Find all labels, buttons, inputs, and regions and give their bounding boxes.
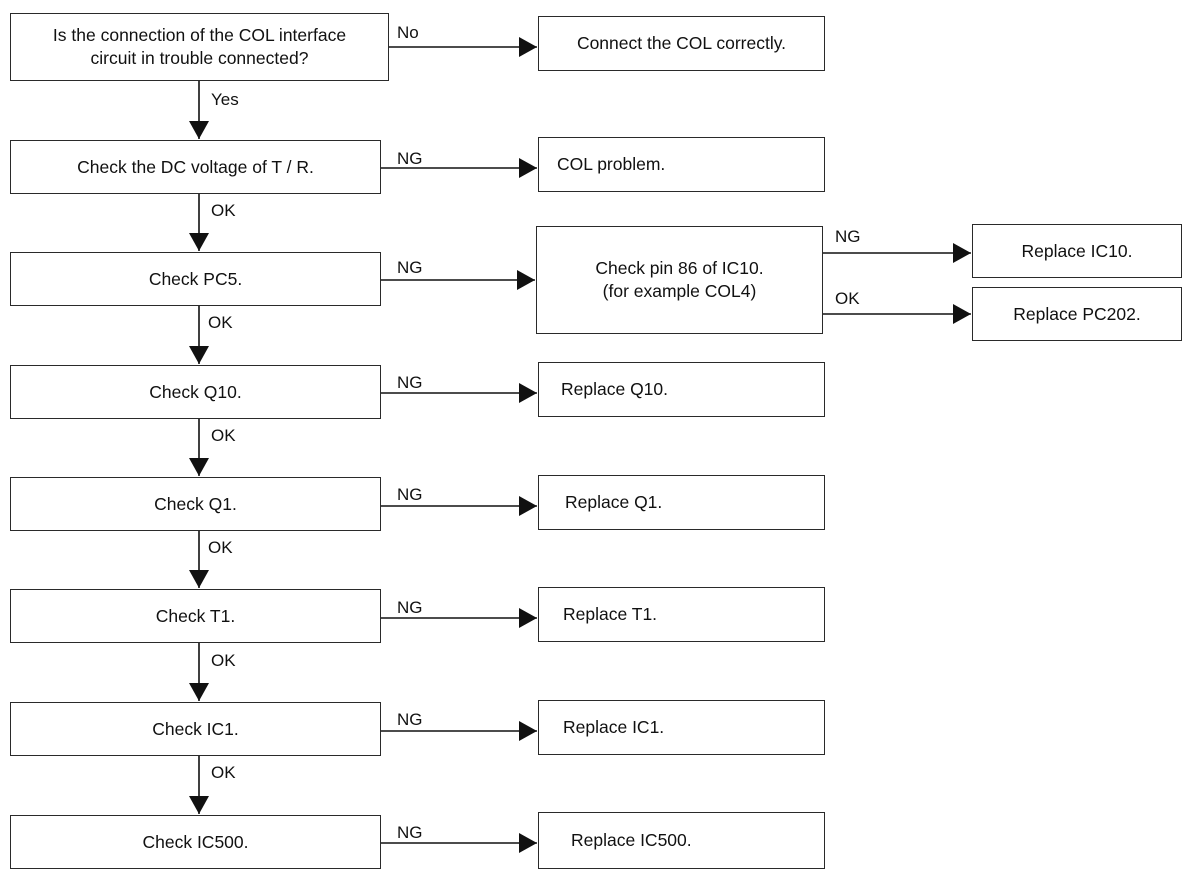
outcome-replace-t1: Replace T1. bbox=[538, 587, 825, 642]
outcome-replace-q1: Replace Q1. bbox=[538, 475, 825, 530]
label-ng-ic500: NG bbox=[397, 823, 423, 842]
step-q1: Check Q1. bbox=[10, 477, 381, 531]
label-ng-ic1: NG bbox=[397, 710, 423, 729]
outcome-replace-ic10: Replace IC10. bbox=[972, 224, 1182, 278]
decision-line-2: circuit in trouble connected? bbox=[90, 48, 309, 68]
outcome-connect-col: Connect the COL correctly. bbox=[538, 16, 825, 71]
label-ng-q10: NG bbox=[397, 373, 423, 392]
decision-box: Is the connection of the COL interface c… bbox=[10, 13, 389, 81]
outcome-col-problem: COL problem. bbox=[538, 137, 825, 192]
label-yes: Yes bbox=[211, 90, 239, 109]
label-ok-pin: OK bbox=[835, 289, 860, 308]
outcome-replace-ic500: Replace IC500. bbox=[538, 812, 825, 869]
step-ic500: Check IC500. bbox=[10, 815, 381, 869]
step-q10: Check Q10. bbox=[10, 365, 381, 419]
outcome-replace-pc202: Replace PC202. bbox=[972, 287, 1182, 341]
label-ng-dc: NG bbox=[397, 149, 423, 168]
label-ng-pin: NG bbox=[835, 227, 861, 246]
label-ok-ic1: OK bbox=[211, 763, 236, 782]
step-t1: Check T1. bbox=[10, 589, 381, 643]
pin-check-line-1: Check pin 86 of IC10. bbox=[595, 258, 764, 278]
label-ok-t1: OK bbox=[211, 651, 236, 670]
outcome-replace-q10: Replace Q10. bbox=[538, 362, 825, 417]
step-dc-voltage: Check the DC voltage of T / R. bbox=[10, 140, 381, 194]
label-ng-pc5: NG bbox=[397, 258, 423, 277]
pin-check-line-2: (for example COL4) bbox=[602, 281, 757, 301]
label-ok-dc: OK bbox=[211, 201, 236, 220]
label-ng-t1: NG bbox=[397, 598, 423, 617]
step-pc5: Check PC5. bbox=[10, 252, 381, 306]
step-ic1: Check IC1. bbox=[10, 702, 381, 756]
label-ok-q10: OK bbox=[211, 426, 236, 445]
decision-line-1: Is the connection of the COL interface bbox=[52, 25, 347, 45]
label-ok-q1: OK bbox=[208, 538, 233, 557]
label-ok-pc5: OK bbox=[208, 313, 233, 332]
label-no: No bbox=[397, 23, 419, 42]
label-ng-q1: NG bbox=[397, 485, 423, 504]
outcome-replace-ic1: Replace IC1. bbox=[538, 700, 825, 755]
pin-check-box: Check pin 86 of IC10. (for example COL4) bbox=[536, 226, 823, 334]
